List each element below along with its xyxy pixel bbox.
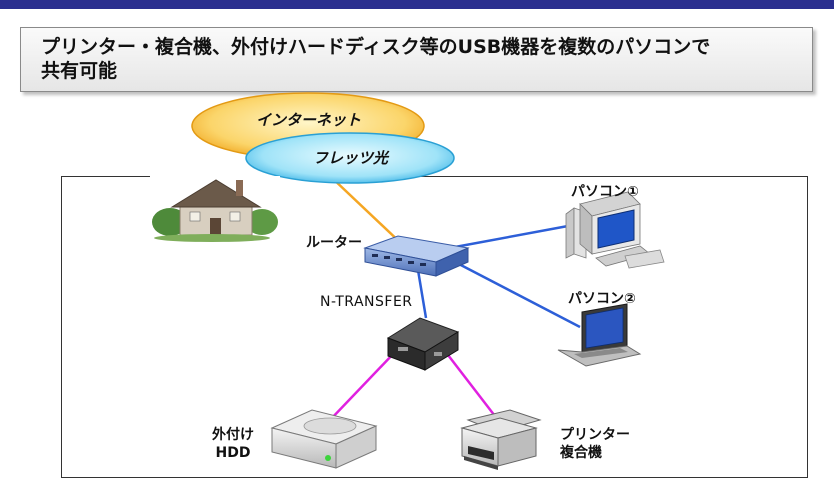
router-label: ルーター [306, 235, 362, 251]
printer-label: プリンター 複合機 [560, 426, 630, 462]
hdd-label: 外付け HDD [212, 426, 254, 462]
hdd-label-line-1: 外付け [212, 427, 254, 443]
house-icon [150, 176, 280, 242]
pc1-label: パソコン① [571, 184, 639, 200]
ntransfer-label: N-TRANSFER [320, 294, 413, 310]
usb-link-hdd [329, 351, 396, 421]
connection-lines [329, 175, 581, 421]
router-icon [363, 235, 470, 277]
usb-link-printer [447, 354, 499, 421]
title-line-2: 共有可能 [41, 60, 118, 82]
printer-label-line-2: 複合機 [560, 445, 602, 461]
printer-label-line-1: プリンター [560, 427, 630, 443]
pc1-icon [565, 191, 665, 269]
hdd-icon [270, 409, 378, 469]
title-box: プリンター・複合機、外付けハードディスク等のUSB機器を複数のパソコンで 共有可… [20, 27, 813, 92]
page-title: プリンター・複合機、外付けハードディスク等のUSB機器を複数のパソコンで 共有可… [41, 35, 801, 83]
link-internet-router [329, 175, 406, 248]
link-router-pc1 [454, 224, 569, 249]
header-bar [0, 0, 834, 9]
printer-icon [460, 409, 542, 470]
hdd-label-line-2: HDD [215, 445, 251, 461]
internet-label: インターネット [256, 111, 362, 129]
link-router-ntransfer [416, 269, 428, 319]
ntransfer-icon [386, 317, 460, 371]
pc2-label: パソコン② [568, 291, 636, 307]
flets-cloud [245, 132, 455, 184]
title-line-1: プリンター・複合機、外付けハードディスク等のUSB機器を複数のパソコンで [41, 36, 711, 58]
link-router-pc2 [454, 260, 581, 329]
pc2-icon [557, 303, 642, 367]
flets-label: フレッツ光 [313, 149, 389, 167]
